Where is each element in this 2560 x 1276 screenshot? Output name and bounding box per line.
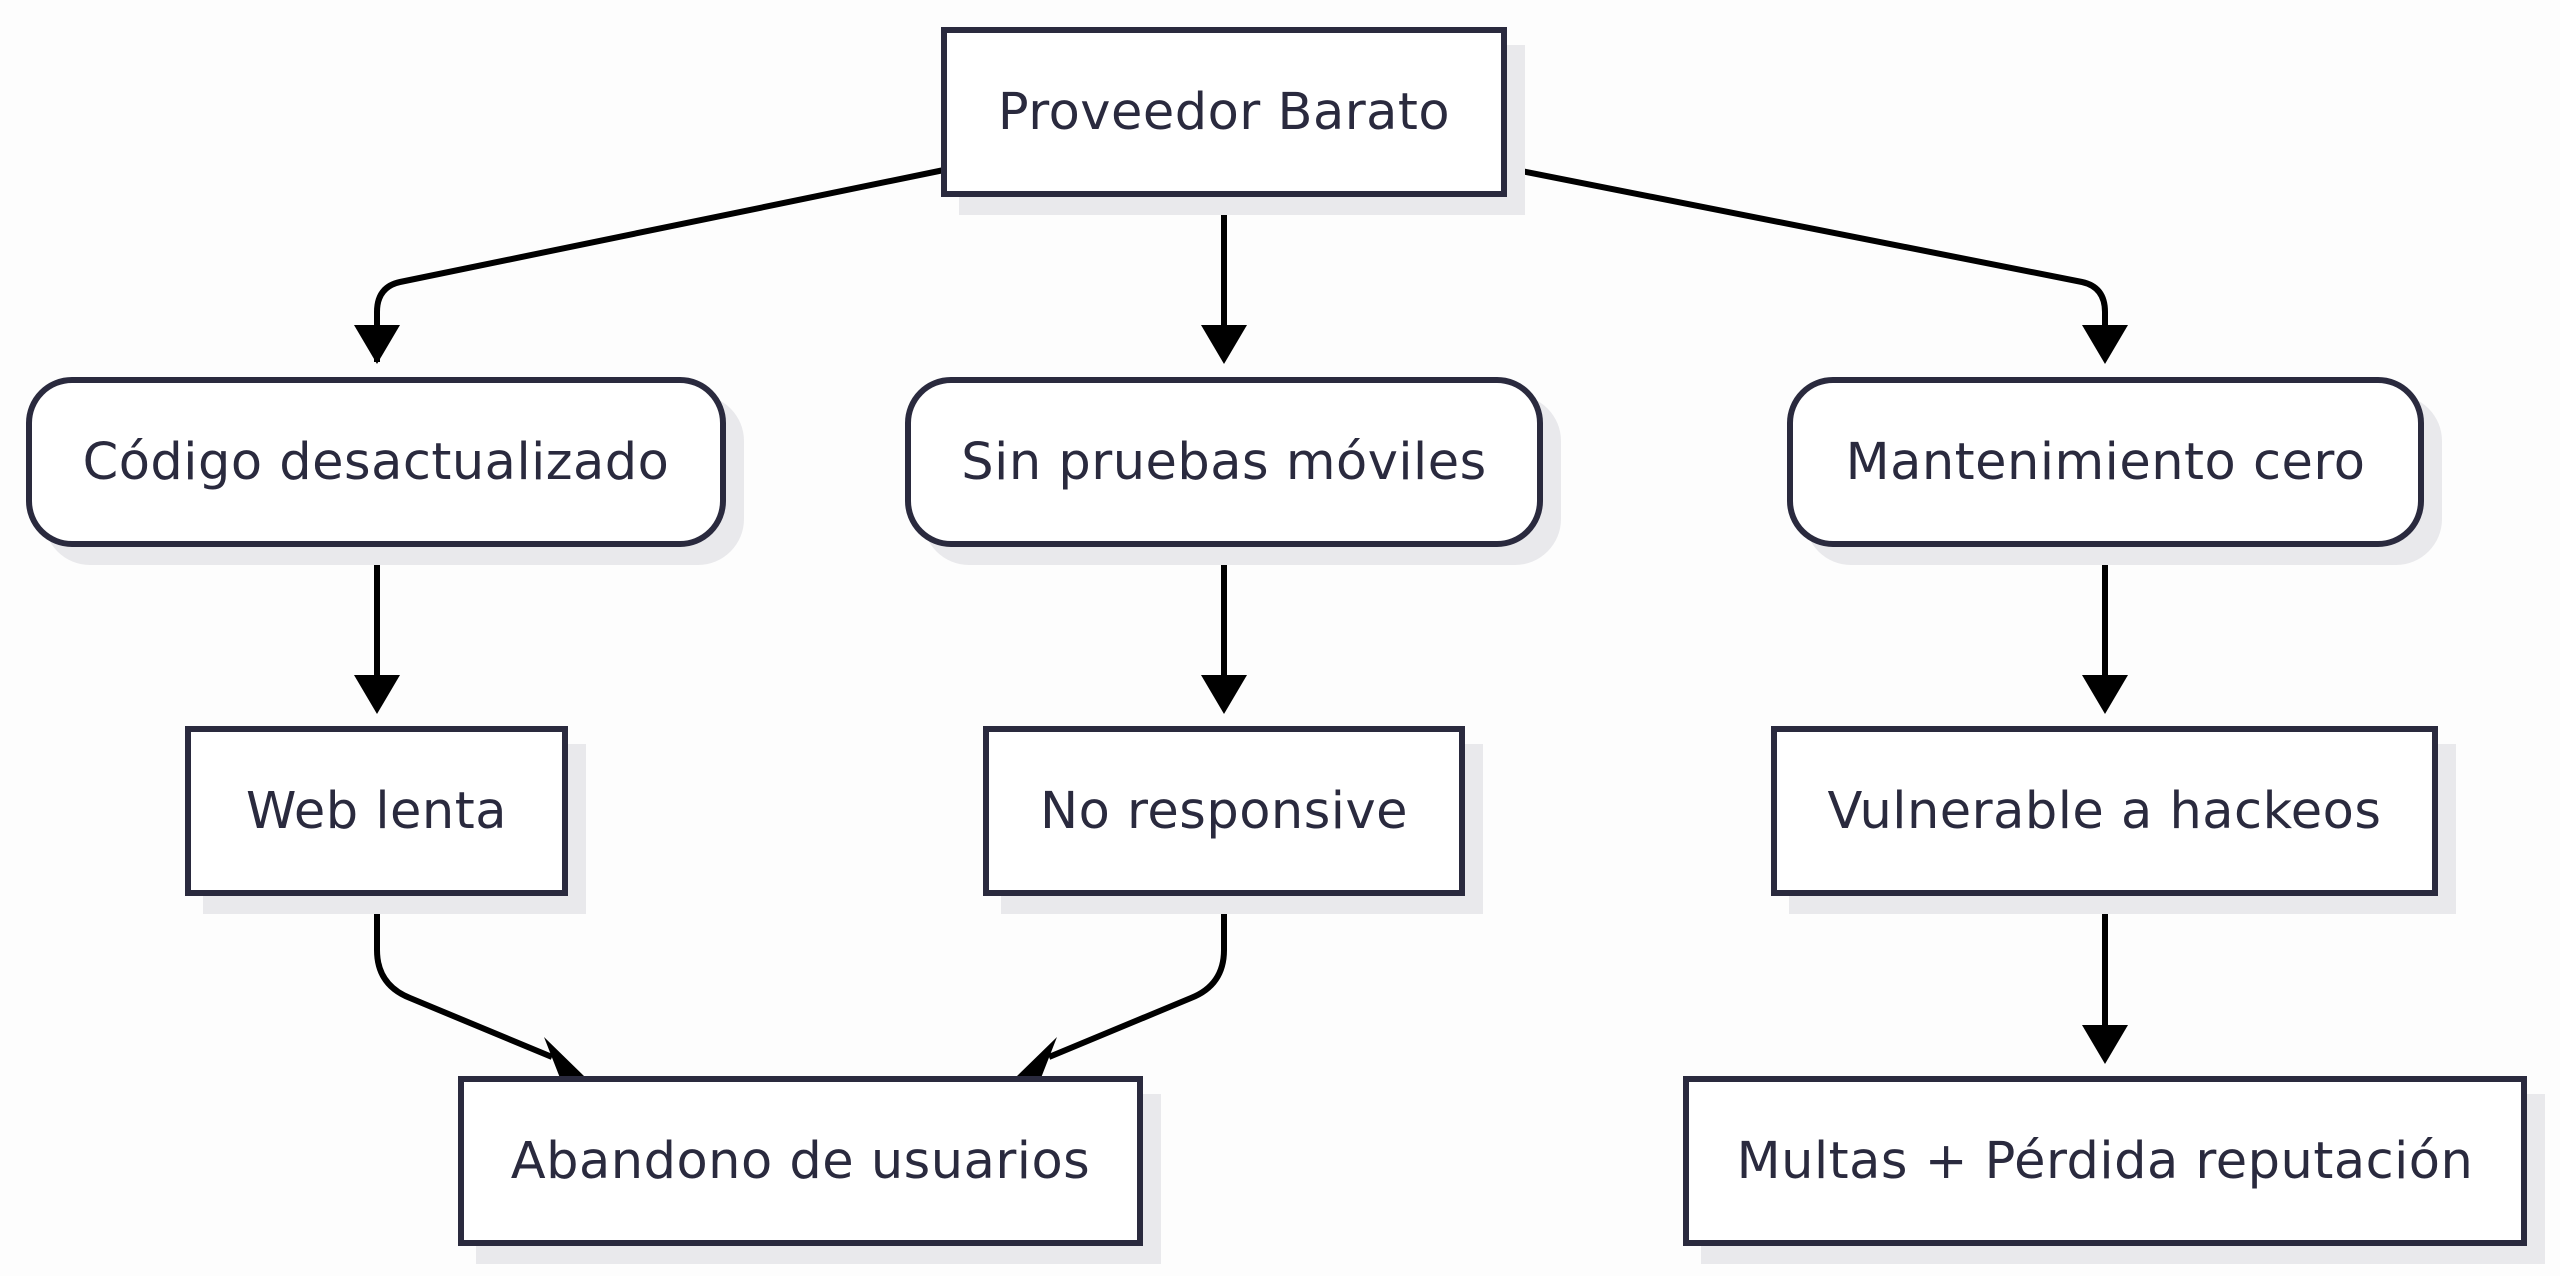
node-no-responsive: No responsive — [983, 726, 1465, 896]
edge-root-to-codigo — [374, 167, 945, 362]
arrowhead — [2082, 675, 2128, 714]
arrowhead — [354, 675, 400, 714]
arrowhead — [2082, 325, 2128, 364]
node-label: Mantenimiento cero — [1845, 432, 2366, 492]
node-label: Vulnerable a hackeos — [1827, 781, 2382, 841]
edge-no-responsive-to-abandono — [1047, 896, 1227, 1060]
node-label: Abandono de usuarios — [510, 1131, 1091, 1191]
edge-root-to-mantenimiento — [1505, 165, 2108, 330]
arrowhead — [2082, 1025, 2128, 1064]
node-label: Sin pruebas móviles — [961, 432, 1487, 492]
node-web-lenta: Web lenta — [185, 726, 568, 896]
node-sin-pruebas-moviles: Sin pruebas móviles — [905, 377, 1543, 547]
node-label: Código desactualizado — [82, 432, 670, 492]
node-mantenimiento-cero: Mantenimiento cero — [1787, 377, 2424, 547]
node-codigo-desactualizado: Código desactualizado — [26, 377, 726, 547]
node-abandono-de-usuarios: Abandono de usuarios — [458, 1076, 1143, 1246]
node-proveedor-barato: Proveedor Barato — [941, 27, 1507, 197]
arrowhead — [1016, 1037, 1057, 1078]
node-label: Web lenta — [245, 781, 508, 841]
node-multas-perdida-reputacion: Multas + Pérdida reputación — [1683, 1076, 2527, 1246]
arrowhead — [1201, 325, 1247, 364]
edge-web-lenta-to-abandono — [374, 896, 554, 1060]
node-label: Proveedor Barato — [997, 82, 1451, 142]
arrowhead — [354, 325, 400, 364]
arrowhead — [544, 1037, 585, 1078]
arrowhead — [1201, 675, 1247, 714]
node-label: No responsive — [1039, 781, 1409, 841]
node-vulnerable-a-hackeos: Vulnerable a hackeos — [1771, 726, 2438, 896]
node-label: Multas + Pérdida reputación — [1736, 1131, 2474, 1191]
